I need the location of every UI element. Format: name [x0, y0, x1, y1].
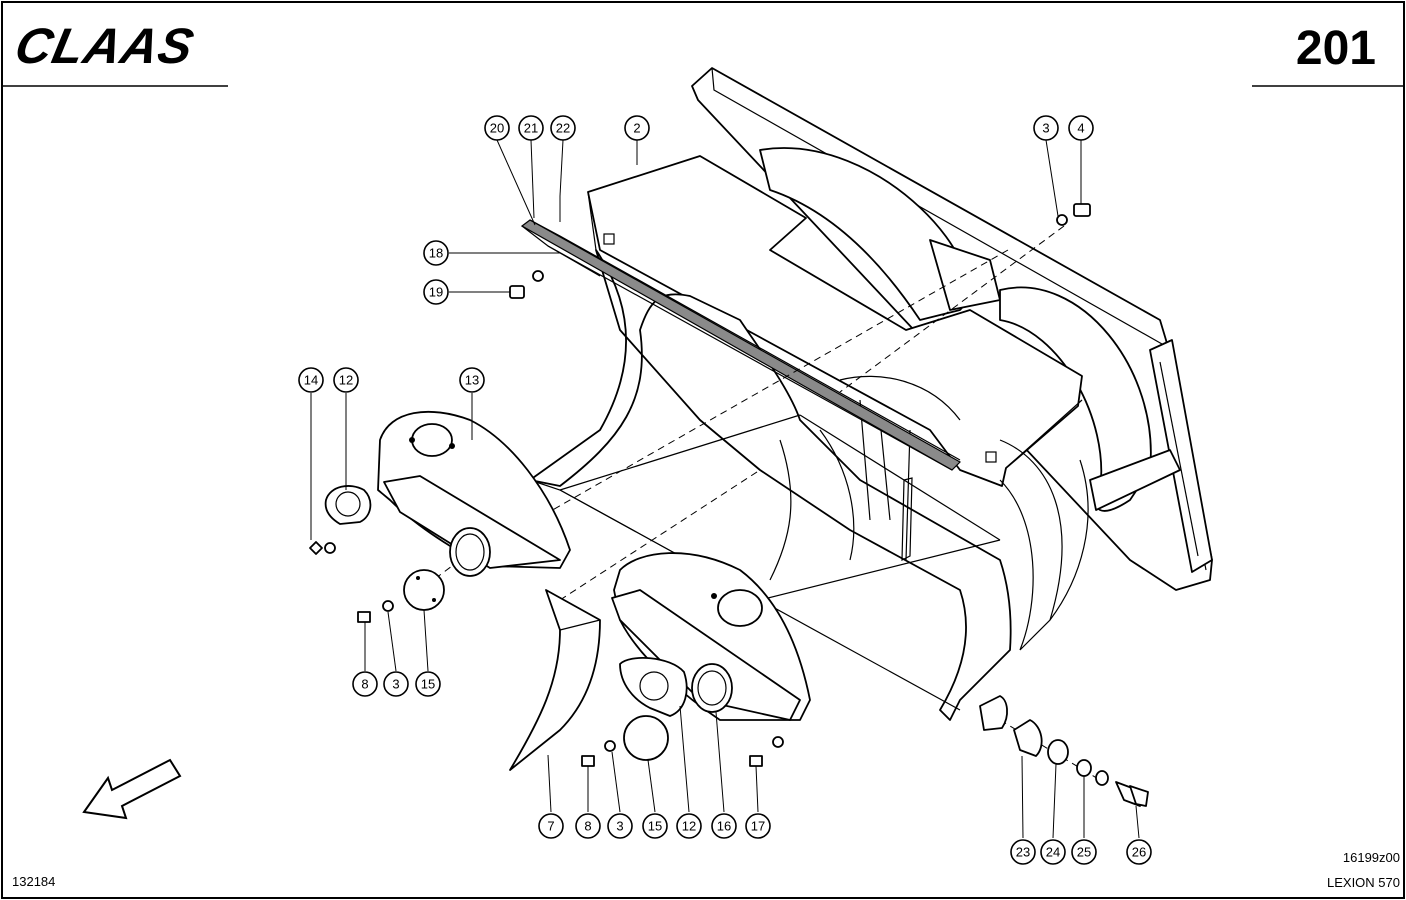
callout-7: 7 [538, 813, 564, 839]
callout-3: 3 [607, 813, 633, 839]
callout-8: 8 [352, 671, 378, 697]
brand-logo-text: CLAAS [10, 18, 199, 74]
svg-text:14: 14 [304, 373, 318, 388]
axis-line-lower [559, 469, 761, 601]
svg-text:18: 18 [429, 246, 443, 261]
svg-text:20: 20 [490, 121, 504, 136]
scraper-blade [509, 589, 601, 771]
washer-3c [604, 740, 616, 752]
svg-text:12: 12 [682, 819, 696, 834]
callout-3: 3 [383, 671, 409, 697]
washer-19 [532, 270, 544, 282]
bearing-24 [1047, 739, 1069, 765]
washer-17 [772, 736, 784, 748]
svg-text:25: 25 [1077, 845, 1091, 860]
svg-text:13: 13 [465, 373, 479, 388]
svg-text:17: 17 [751, 819, 765, 834]
callout-15: 15 [415, 671, 441, 697]
rotor-fins [769, 375, 961, 581]
callout-19: 19 [423, 279, 449, 305]
washer-25 [1076, 759, 1092, 777]
end-cover-right [611, 552, 811, 721]
svg-text:23: 23 [1016, 845, 1030, 860]
cover-plate-left [403, 569, 445, 611]
bearing-flange-right [619, 657, 688, 717]
bolt-8a [357, 611, 371, 623]
axis-line-upper [839, 225, 1065, 393]
callout-25: 25 [1071, 839, 1097, 865]
washer-3a [1056, 214, 1068, 226]
svg-text:16: 16 [717, 819, 731, 834]
callout-8: 8 [575, 813, 601, 839]
callout-20: 20 [484, 115, 510, 141]
washer-25b [1095, 770, 1109, 786]
page-number: 201 [1296, 22, 1376, 75]
svg-text:3: 3 [1042, 121, 1049, 136]
svg-text:8: 8 [361, 677, 368, 692]
callout-24: 24 [1040, 839, 1066, 865]
svg-text:2: 2 [633, 121, 640, 136]
svg-text:24: 24 [1046, 845, 1060, 860]
drawing-code: 16199z00 [1343, 850, 1400, 865]
callout-bubbles: 20 21 22 2 3 4 18 19 14 12 13 8 3 15 7 8… [298, 115, 1152, 865]
callout-12: 12 [676, 813, 702, 839]
callout-17: 17 [745, 813, 771, 839]
callout-12: 12 [333, 367, 359, 393]
svg-text:26: 26 [1132, 845, 1146, 860]
bolt-8b [581, 755, 595, 767]
footer-left-code: 132184 [12, 874, 55, 889]
callout-3: 3 [1033, 115, 1059, 141]
wear-strip [520, 219, 961, 471]
axis-line-main [499, 249, 1009, 541]
svg-text:3: 3 [616, 819, 623, 834]
svg-text:19: 19 [429, 285, 443, 300]
arrow-down-left-icon [82, 758, 182, 820]
callout-23: 23 [1010, 839, 1036, 865]
callout-15: 15 [642, 813, 668, 839]
nut-14 [309, 541, 323, 555]
cover-plate-right [623, 715, 669, 761]
washer-14b [324, 542, 336, 554]
svg-text:4: 4 [1077, 121, 1084, 136]
model-name: LEXION 570 [1327, 875, 1400, 890]
washer-3b [382, 600, 394, 612]
svg-text:22: 22 [556, 121, 570, 136]
shaft-end [979, 695, 1149, 807]
end-cover-left [377, 410, 571, 577]
svg-text:15: 15 [648, 819, 662, 834]
callout-4: 4 [1068, 115, 1094, 141]
svg-text:15: 15 [421, 677, 435, 692]
housing-main [529, 155, 1181, 721]
callout-26: 26 [1126, 839, 1152, 865]
bolt-17 [749, 755, 763, 767]
callout-2: 2 [624, 115, 650, 141]
spacer-23 [1013, 719, 1043, 757]
leader-lines [310, 139, 1140, 839]
bolt-19 [509, 285, 525, 299]
callout-14: 14 [298, 367, 324, 393]
callout-21: 21 [518, 115, 544, 141]
bearing-flange-left [324, 485, 372, 525]
callout-13: 13 [459, 367, 485, 393]
svg-text:8: 8 [584, 819, 591, 834]
drawing [82, 67, 1213, 820]
bolt-4 [1073, 203, 1091, 217]
brand-logo: CLAAS [10, 18, 199, 74]
svg-text:21: 21 [524, 121, 538, 136]
callout-16: 16 [711, 813, 737, 839]
svg-text:3: 3 [392, 677, 399, 692]
svg-text:12: 12 [339, 373, 353, 388]
callout-22: 22 [550, 115, 576, 141]
svg-text:7: 7 [547, 819, 554, 834]
callout-18: 18 [423, 240, 449, 266]
